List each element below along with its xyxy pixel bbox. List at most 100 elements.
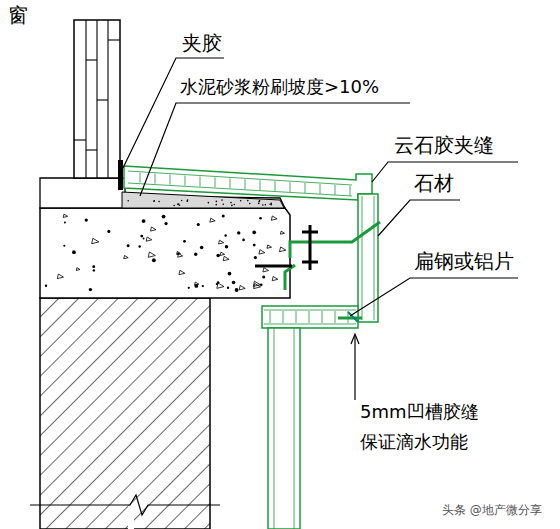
aggregate-stone: [280, 231, 284, 234]
aggregate-dot: [143, 238, 145, 240]
mortar-dot: [270, 202, 272, 204]
flat-steel: [285, 222, 380, 318]
aggregate-dot: [89, 288, 92, 291]
aggregate-stone: [263, 268, 269, 272]
aggregate-dot: [162, 215, 166, 219]
mortar-dot: [258, 203, 260, 205]
aggregate-dot: [194, 253, 197, 256]
mortar-dot: [247, 200, 249, 202]
concrete-texture: [45, 214, 286, 292]
grain-stroke: [185, 176, 186, 186]
aggregate-dot: [183, 240, 186, 243]
aggregate-stone: [76, 268, 80, 271]
part-label: 石材: [412, 172, 456, 195]
anchor-bolt: [255, 225, 318, 270]
aggregate-dot: [242, 239, 245, 242]
aggregate-dot: [228, 272, 232, 276]
grain-stroke: [275, 181, 276, 191]
aggregate-stone: [124, 255, 128, 258]
mortar-dot: [230, 202, 232, 204]
mortar-dot: [186, 200, 188, 202]
aggregate-dot: [85, 218, 88, 221]
aggregate-dot: [200, 246, 204, 250]
aggregate-dot: [232, 281, 236, 285]
window-label: 窗: [6, 4, 30, 27]
note-label: 保证滴水功能: [358, 432, 470, 453]
aggregate-dot: [254, 256, 257, 259]
aggregate-stone: [223, 256, 229, 260]
part-label: 云石胶夹缝: [392, 134, 496, 157]
aggregate-dot: [107, 230, 110, 233]
leader-line: [123, 58, 518, 400]
mortar-dot: [259, 200, 261, 202]
aggregate-dot: [92, 265, 95, 268]
aggregate-dot: [253, 244, 256, 247]
aggregate-stone: [239, 285, 245, 290]
aggregate-dot: [224, 234, 226, 236]
aggregate-stone: [220, 252, 224, 255]
aggregate-dot: [142, 219, 146, 223]
aggregate-dot: [225, 245, 228, 248]
aggregate-dot: [188, 287, 190, 289]
mortar-dot: [173, 205, 175, 207]
aggregate-dot: [216, 254, 220, 258]
grain-stroke: [230, 178, 231, 188]
mortar-dot: [222, 203, 224, 205]
grain-stroke: [200, 176, 201, 186]
mortar-dot: [265, 204, 267, 206]
aggregate-dot: [262, 275, 265, 278]
mortar-dot: [208, 202, 210, 204]
break-line: [30, 495, 220, 515]
aggregate-stone: [63, 214, 67, 217]
aggregate-dot: [152, 258, 156, 262]
grain-stroke: [140, 173, 141, 183]
grain-stroke: [305, 183, 306, 193]
aggregate-dot: [252, 230, 256, 234]
break-gap: [128, 506, 134, 529]
aggregate-dot: [93, 269, 95, 271]
aggregate-dot: [127, 244, 130, 247]
part-label: 夹胶: [180, 32, 224, 55]
aggregate-stone: [148, 252, 155, 257]
aggregate-stone: [217, 283, 224, 288]
aggregate-stone: [280, 247, 286, 252]
grain-stroke: [215, 177, 216, 187]
mortar-dot: [181, 200, 183, 202]
aggregate-dot: [235, 288, 239, 292]
mortar-dot: [177, 203, 179, 205]
aggregate-stone: [57, 274, 63, 279]
mortar-dot: [231, 205, 233, 207]
mortar-dot: [153, 200, 155, 202]
grain-stroke: [170, 175, 171, 185]
aggregate-stone: [195, 282, 199, 285]
aggregate-stone: [146, 237, 152, 241]
watermark: 头条 @地产微分享: [440, 504, 544, 518]
aggregate-stone: [179, 270, 185, 274]
stone: [124, 166, 378, 529]
note-label: 水泥砂浆粉刷坡度>10%: [178, 77, 381, 98]
aggregate-stone: [92, 238, 99, 243]
grain-stroke: [335, 311, 336, 323]
grain-stroke: [320, 184, 321, 194]
aggregate-stone: [267, 245, 272, 248]
mortar-dot: [215, 204, 217, 206]
brick-wall: [40, 298, 210, 529]
mortar-dot: [240, 200, 242, 202]
grain-stroke: [296, 311, 297, 323]
mortar-texture: [127, 199, 272, 206]
grain-stroke: [322, 311, 323, 323]
aggregate-stone: [210, 218, 215, 222]
aggregate-dot: [64, 221, 66, 223]
mortar-dot: [127, 200, 129, 202]
aggregate-dot: [227, 287, 229, 289]
aggregate-dot: [197, 223, 200, 226]
mortar-dot: [158, 201, 160, 203]
grain-stroke: [283, 311, 284, 323]
grain-stroke: [245, 179, 246, 189]
grain-stroke: [335, 185, 336, 195]
aggregate-stone: [151, 227, 156, 231]
aggregate-dot: [138, 245, 140, 247]
grain-stroke: [260, 180, 261, 190]
aggregate-stone: [219, 240, 224, 244]
stone-grain: [140, 173, 350, 323]
